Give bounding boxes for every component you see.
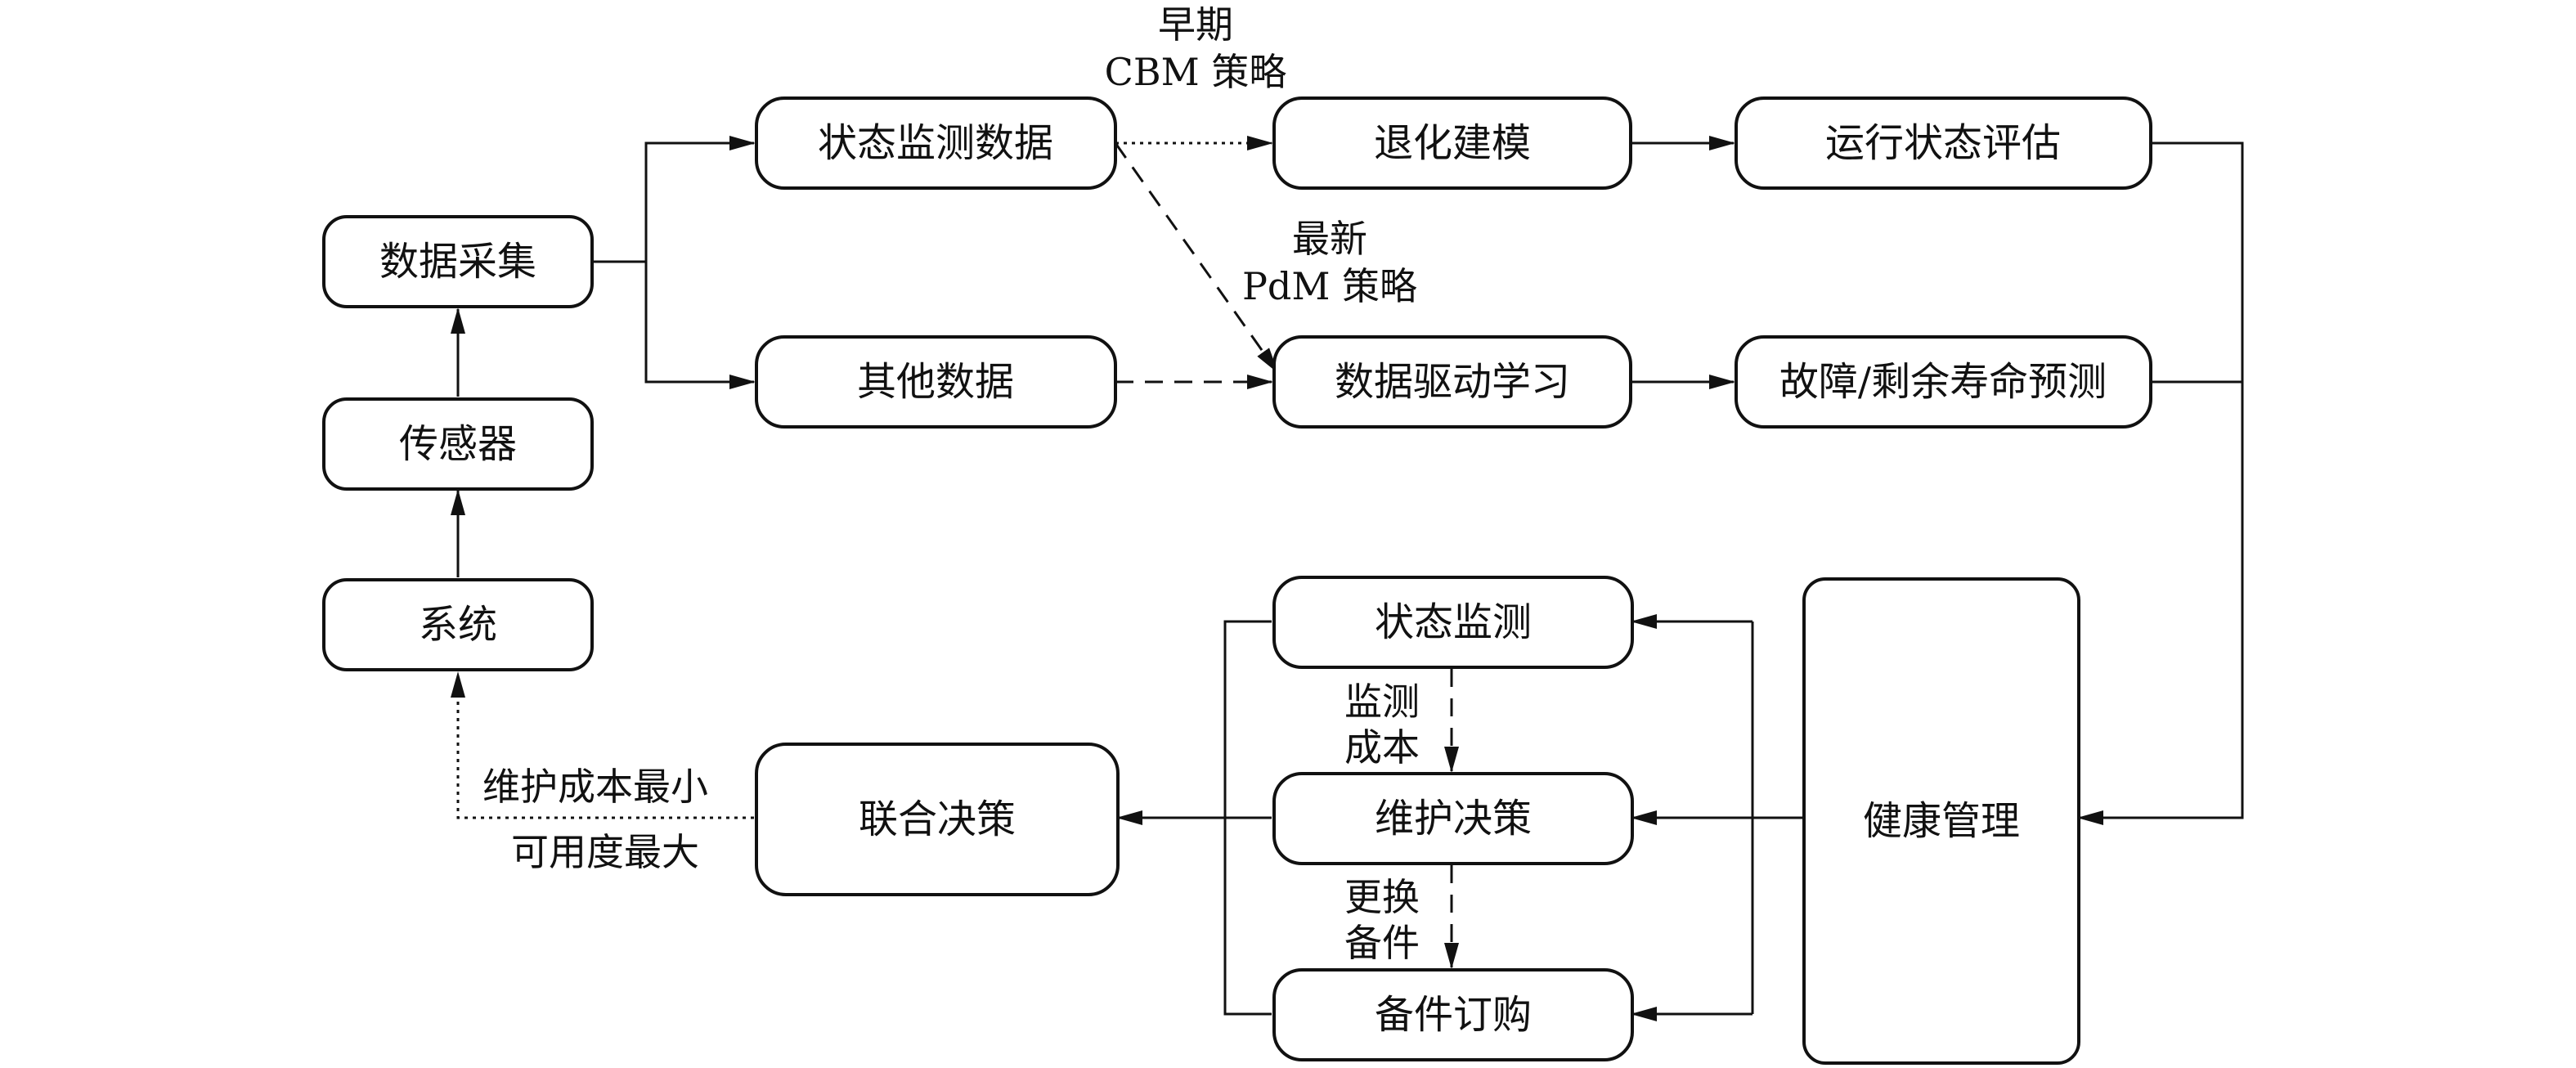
node-data-acquisition-label: 数据采集 xyxy=(379,239,536,285)
annotation-latest-pdm-line2: PdM 策略 xyxy=(1242,264,1417,308)
annotation-monitoring-cost-line2: 成本 xyxy=(1344,725,1420,770)
annotation-replace-spares-line1: 更换 xyxy=(1344,875,1420,919)
node-other-data[interactable] xyxy=(755,335,1117,429)
node-data-driven-learning-label: 数据驱动学习 xyxy=(1335,359,1570,405)
node-fault-rul-prediction[interactable] xyxy=(1735,335,2152,429)
node-condition-monitoring-data[interactable] xyxy=(755,96,1117,190)
node-spare-parts-ordering[interactable] xyxy=(1272,968,1634,1061)
node-degradation-modeling[interactable] xyxy=(1272,96,1632,190)
annotation-monitoring-cost-line1: 监测 xyxy=(1344,680,1420,724)
annotation-early-cbm-line1: 早期 xyxy=(1158,2,1233,47)
node-data-acquisition[interactable] xyxy=(322,215,594,308)
node-sensor-label: 传感器 xyxy=(399,421,517,467)
node-condition-monitoring-label: 状态监测 xyxy=(1375,599,1532,645)
node-spare-parts-ordering-label: 备件订购 xyxy=(1375,992,1532,1038)
node-fault-rul-prediction-label: 故障/剩余寿命预测 xyxy=(1779,359,2107,405)
node-sensor[interactable] xyxy=(322,397,594,491)
node-operating-state-assessment-label: 运行状态评估 xyxy=(1825,120,2061,166)
annotation-early-cbm-line2: CBM 策略 xyxy=(1105,50,1287,94)
arrow-assessment-to-health-management xyxy=(2077,141,2244,825)
annotations: 早期 CBM 策略 最新 PdM 策略 监测 成本 更换 备件 维护成本最小 可… xyxy=(482,2,1420,965)
arrow-to-other-data xyxy=(644,262,756,389)
node-degradation-modeling-label: 退化建模 xyxy=(1374,120,1531,166)
node-data-driven-learning[interactable] xyxy=(1272,335,1632,429)
connectors xyxy=(451,136,2244,1021)
annotation-objective-min-cost: 维护成本最小 xyxy=(482,765,708,809)
node-health-management-label: 健康管理 xyxy=(1863,798,2020,844)
arrow-latest-pdm-strategy xyxy=(1114,142,1279,374)
node-maintenance-decision[interactable] xyxy=(1272,772,1634,865)
annotation-replace-spares-line2: 备件 xyxy=(1344,921,1420,965)
node-system-label: 系统 xyxy=(419,602,497,648)
node-condition-monitoring-data-label: 状态监测数据 xyxy=(818,120,1053,166)
node-joint-decision[interactable] xyxy=(755,743,1120,896)
node-condition-monitoring[interactable] xyxy=(1272,576,1634,669)
node-other-data-label: 其他数据 xyxy=(857,359,1014,405)
annotation-latest-pdm-line1: 最新 xyxy=(1292,217,1367,261)
node-system[interactable] xyxy=(322,578,594,671)
node-maintenance-decision-label: 维护决策 xyxy=(1375,796,1532,841)
annotation-objective-max-availability: 可用度最大 xyxy=(511,830,699,874)
arrow-joint-decision-to-system xyxy=(451,671,754,819)
nodes: 数据采集 传感器 系统 状态监测数据 其他数据 退化建模 数据驱动学习 运行状态… xyxy=(322,96,2152,1065)
arrow-to-condition-monitoring-data xyxy=(644,136,756,262)
node-operating-state-assessment[interactable] xyxy=(1735,96,2152,190)
node-health-management[interactable] xyxy=(1802,577,2080,1065)
node-joint-decision-label: 联合决策 xyxy=(859,797,1016,842)
